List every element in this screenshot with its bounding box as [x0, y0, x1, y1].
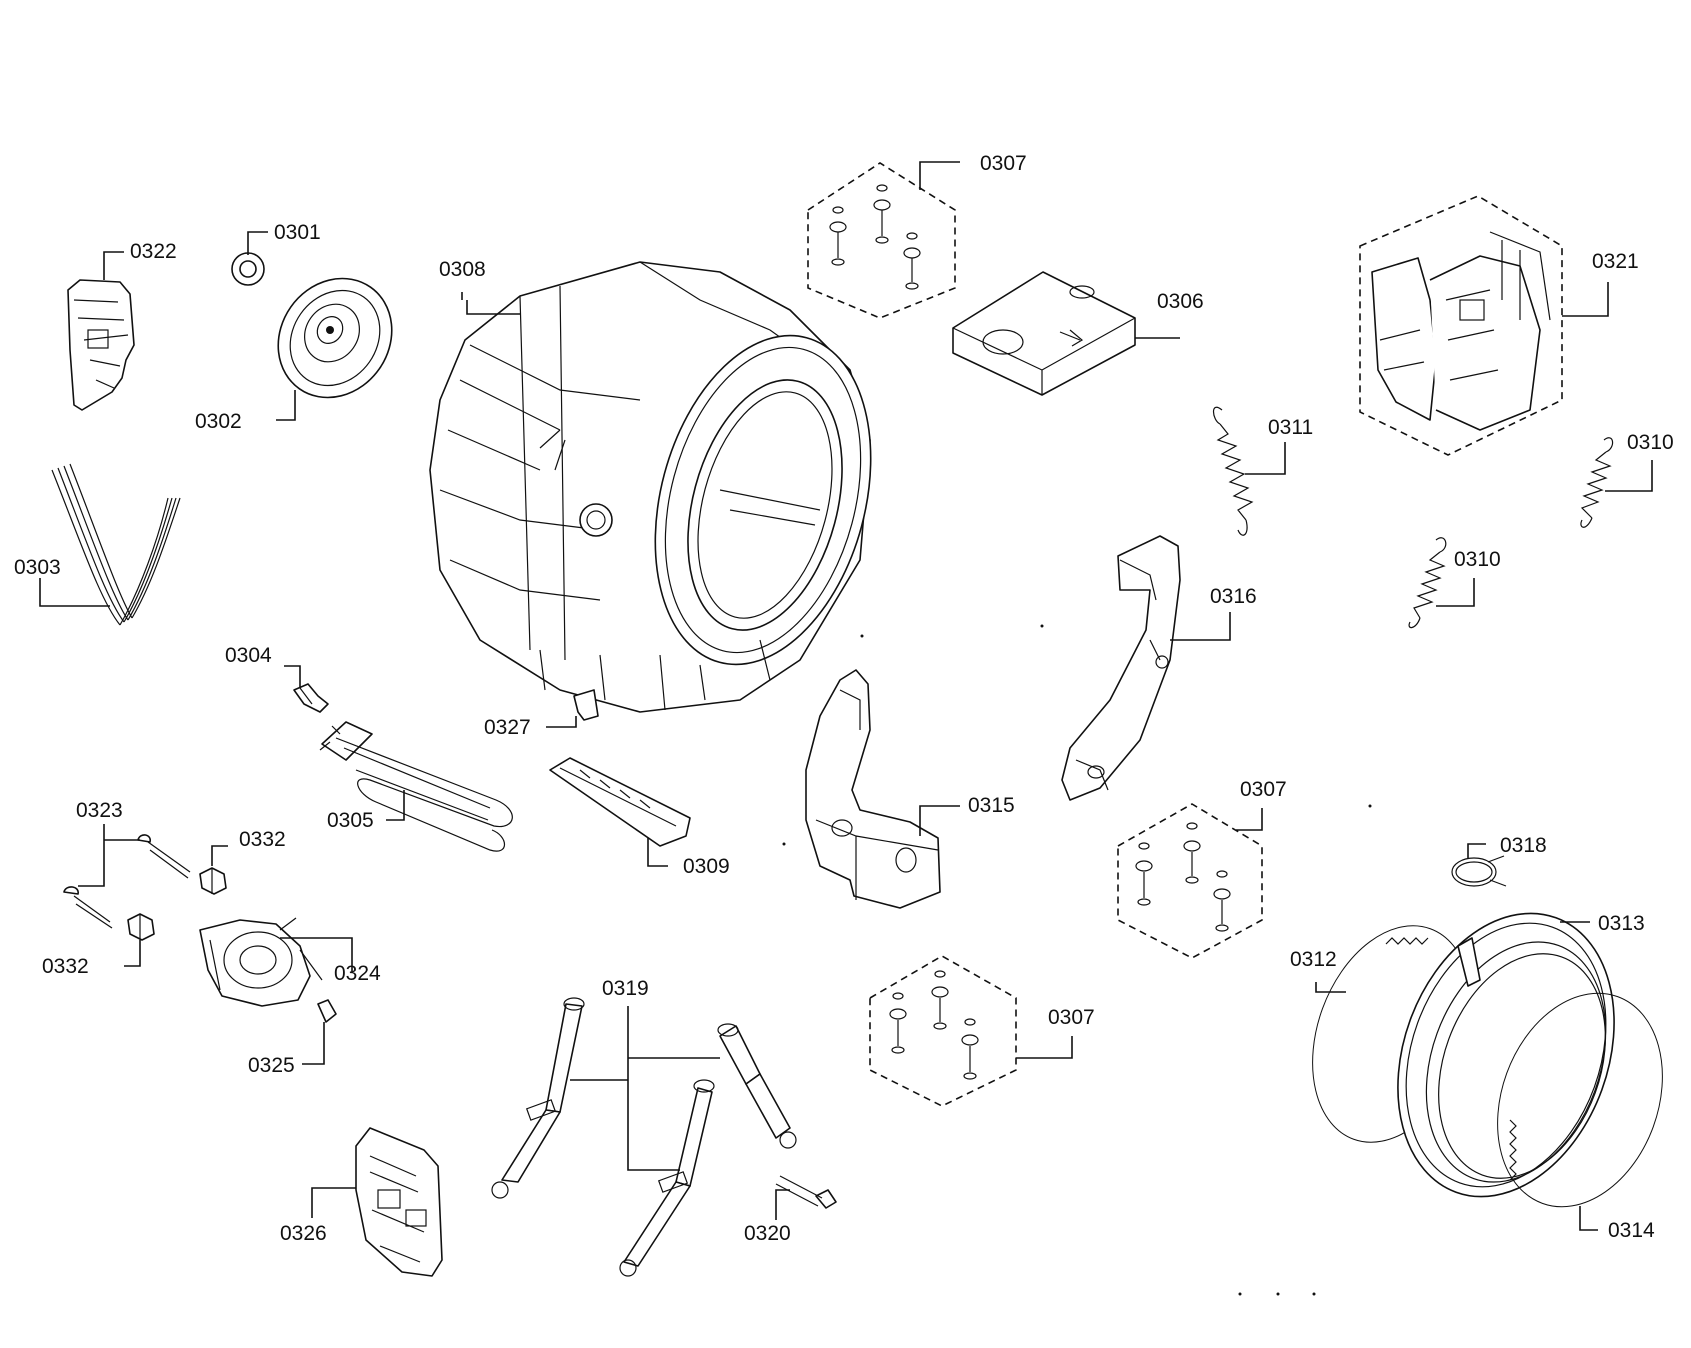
part-0314-clamp-ring	[1497, 992, 1663, 1208]
leader-0319	[627, 1006, 680, 1171]
leader-0302	[276, 390, 296, 421]
scan-specks	[782, 624, 1372, 1296]
leader-0325	[302, 1022, 325, 1065]
part-0308-drum	[429, 261, 872, 713]
label-0318: 0318	[1500, 834, 1547, 857]
label-0307-top: 0307	[980, 152, 1027, 175]
part-0315-bracket	[805, 669, 941, 909]
leader-0324	[280, 937, 353, 972]
leader-0312	[1315, 982, 1346, 993]
part-0326-module	[355, 1127, 443, 1277]
label-0314: 0314	[1608, 1219, 1655, 1242]
label-0309: 0309	[683, 855, 730, 878]
leader-0311	[1245, 442, 1286, 475]
leader-0307-bottom	[1016, 1036, 1073, 1059]
leader-0323	[78, 824, 105, 887]
label-0325: 0325	[248, 1054, 295, 1077]
part-0303-belt	[51, 463, 181, 626]
label-0305: 0305	[327, 809, 374, 832]
part-0309-trough	[549, 757, 691, 847]
label-0301: 0301	[274, 221, 321, 244]
leader-0303	[39, 578, 110, 607]
label-0308: 0308	[439, 258, 486, 281]
part-0310-spring-a	[1580, 437, 1614, 528]
label-0303: 0303	[14, 556, 61, 579]
part-0313-door-gasket	[1397, 912, 1615, 1198]
leader-0305	[386, 790, 405, 821]
part-0311-spring	[1212, 406, 1254, 536]
part-0304-plug	[293, 683, 329, 713]
part-0323-screws	[63, 834, 191, 929]
label-0327: 0327	[484, 716, 531, 739]
label-0316: 0316	[1210, 585, 1257, 608]
leader-0332-b	[124, 940, 141, 967]
label-0313: 0313	[1598, 912, 1645, 935]
label-0304: 0304	[225, 644, 272, 667]
label-0321: 0321	[1592, 250, 1639, 273]
part-0307-kit-top	[807, 162, 956, 319]
label-0311: 0311	[1268, 416, 1313, 439]
label-0312: 0312	[1290, 948, 1337, 971]
label-0323: 0323	[76, 799, 123, 822]
leader-0326	[311, 1187, 356, 1218]
part-0321-control-unit	[1359, 195, 1563, 456]
leader-0310-b	[1436, 578, 1475, 607]
leader-0315	[919, 805, 960, 836]
label-0310-a: 0310	[1627, 431, 1674, 454]
part-0305-heater	[319, 721, 513, 852]
label-0332-a: 0332	[239, 828, 286, 851]
label-0307-bottom: 0307	[1048, 1006, 1095, 1029]
leader-0314	[1579, 1206, 1598, 1231]
part-0332-nut-a	[199, 867, 227, 895]
leader-0301	[247, 231, 268, 255]
label-0319: 0319	[602, 977, 649, 1000]
part-0307-kit-mid	[1117, 803, 1263, 959]
leader-0327	[546, 716, 577, 728]
label-0324: 0324	[334, 962, 381, 985]
part-0318-clamp	[1451, 855, 1507, 887]
leader-0321	[1562, 282, 1609, 317]
leader-0322	[103, 251, 124, 280]
label-0320: 0320	[744, 1222, 791, 1245]
part-0320-bolt	[775, 1175, 837, 1209]
leader-0318	[1467, 843, 1486, 858]
part-0307-kit-bottom	[869, 955, 1017, 1107]
leader-0304	[284, 665, 301, 688]
part-0324-pump	[199, 917, 323, 1007]
part-0306-dispenser-box	[952, 271, 1136, 396]
label-0326: 0326	[280, 1222, 327, 1245]
label-0315: 0315	[968, 794, 1015, 817]
part-0325-clip	[317, 999, 337, 1023]
part-0319-dampers	[491, 997, 797, 1277]
leader-0316	[1170, 612, 1231, 641]
part-0316-bracket	[1061, 535, 1181, 801]
leader-0307-top	[919, 161, 960, 190]
part-0302-pulley	[277, 277, 393, 399]
label-0310-b: 0310	[1454, 548, 1501, 571]
leader-0310-a	[1605, 460, 1653, 492]
leader-0308	[466, 300, 520, 315]
part-0301-seal	[231, 252, 265, 286]
label-0332-b: 0332	[42, 955, 89, 978]
leader-0309	[647, 838, 668, 867]
leader-0307-mid	[1236, 808, 1263, 831]
label-0307-mid: 0307	[1240, 778, 1287, 801]
part-0322-module	[67, 279, 135, 411]
leader-0332-a	[211, 845, 228, 866]
label-0322: 0322	[130, 240, 177, 263]
part-0310-spring-b	[1408, 537, 1447, 629]
part-0327-clip	[573, 689, 599, 721]
leader-0320	[775, 1189, 790, 1220]
label-0302: 0302	[195, 410, 242, 433]
part-0332-nut-b	[127, 913, 155, 941]
label-0306: 0306	[1157, 290, 1204, 313]
